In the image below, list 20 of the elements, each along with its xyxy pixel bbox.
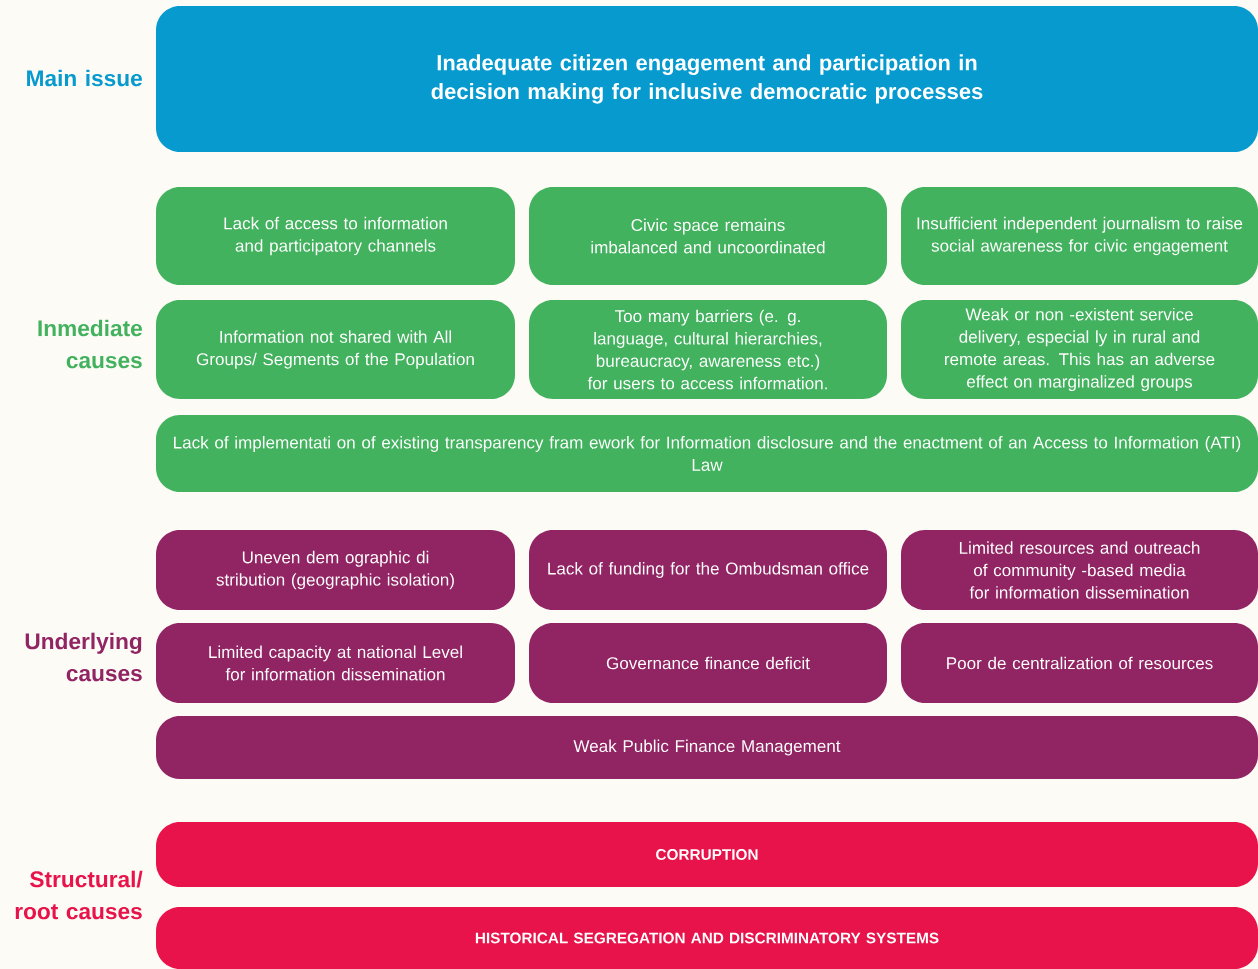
cause-box: Lack of funding for the Ombudsman office (529, 530, 887, 610)
cause-box: Lack of implementati on of existing transparency fram ework for Information disclosure and the enactment of an Access to Information (ATI) Law (156, 415, 1258, 492)
section-heading: Inmediate causes (38, 319, 142, 369)
cause-box: Lack of access to information and participatory channels (156, 187, 515, 285)
cause-box: Limited capacity at national Level for information dissemination (156, 623, 515, 703)
cause-box: Weak or non -existent service delivery, especial ly in rural and remote areas. This has an adverse effect on marginalized groups (901, 300, 1258, 399)
cause-box: Uneven dem ographic di stribution (geographic isolation) (156, 530, 515, 610)
cause-box: Information not shared with All Groups/ Segments of the Population (156, 300, 515, 399)
section-heading: Underlying causes (25, 632, 142, 682)
section-heading: Structural/ root causes (15, 870, 143, 920)
issue-box: Inadequate citizen engagement and participation in decision making for inclusive democratic processes (156, 6, 1258, 152)
cause-box: Insufficient independent journalism to raise social awareness for civic engagement (901, 187, 1258, 285)
cause-box: Weak Public Finance Management (156, 716, 1258, 779)
root-cause-box: CORRUPTION (156, 822, 1258, 887)
cause-box: Poor de centralization of resources (901, 623, 1258, 703)
cause-box: Civic space remains imbalanced and uncoordinated (529, 187, 887, 285)
cause-box: Limited resources and outreach of community -based media for information dissemination (901, 530, 1258, 610)
root-cause-box: HISTORICAL SEGREGATION AND DISCRIMINATORY SYSTEMS (156, 907, 1258, 969)
cause-box: Governance finance deficit (529, 623, 887, 703)
cause-box: Too many barriers (e. g. language, cultural hierarchies, bureaucracy, awareness etc.) for users to access information. (529, 300, 887, 399)
